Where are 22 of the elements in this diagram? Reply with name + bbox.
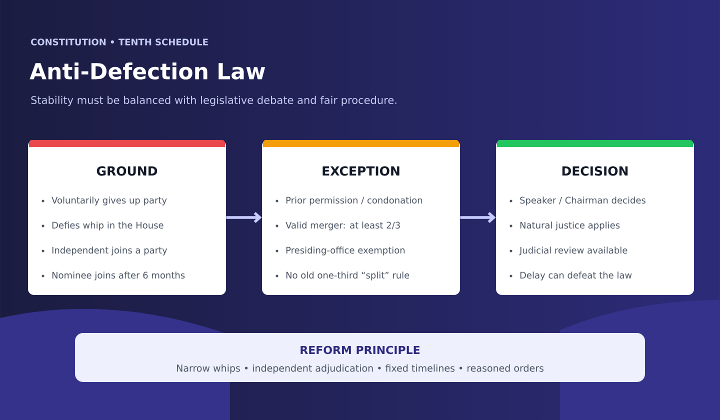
band-heading: REFORM PRINCIPLE bbox=[300, 346, 420, 354]
bullet-item: Natural justice applies bbox=[510, 222, 620, 230]
bullet-item: Judicial review available bbox=[510, 246, 628, 256]
bullet-item: Voluntarily gives up party bbox=[42, 196, 167, 206]
card-heading: DECISION bbox=[562, 166, 628, 176]
bullet-item: Presiding-office exemption bbox=[276, 246, 405, 256]
band-text: Narrow whips • independent adjudication • fixed timelines • reasoned orders bbox=[177, 364, 544, 374]
bullet-item: Valid merger: at least 2/3 bbox=[276, 222, 400, 230]
card-heading: GROUND bbox=[96, 166, 158, 176]
bullet-item: Prior permission / condonation bbox=[276, 196, 422, 206]
bullet-item: No old one-third “split” rule bbox=[276, 272, 410, 280]
bullet-item: Speaker / Chairman decides bbox=[510, 196, 646, 206]
bullet-item: Nominee joins after 6 months bbox=[42, 272, 185, 280]
subtitle: Stability must be balanced with legislative debate and fair procedure. bbox=[31, 96, 396, 106]
bullet-item: Delay can defeat the law bbox=[510, 272, 632, 280]
bullet-item: Defies whip in the House bbox=[42, 222, 164, 230]
arrow bbox=[226, 212, 262, 224]
kicker: CONSTITUTION • TENTH SCHEDULE bbox=[31, 38, 208, 46]
bullet-item: Independent joins a party bbox=[42, 246, 168, 256]
card-heading: EXCEPTION bbox=[322, 166, 400, 176]
title: Anti-Defection Law bbox=[30, 62, 266, 80]
arrow bbox=[460, 212, 496, 224]
